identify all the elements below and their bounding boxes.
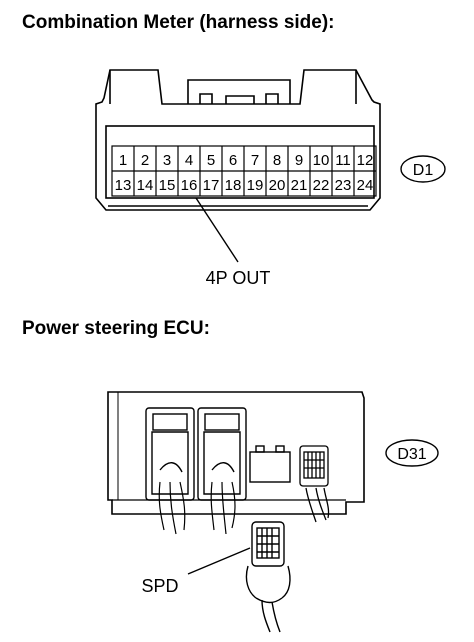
pin-label: 1 [119,152,127,169]
callout-label-4p-out: 4P OUT [206,268,271,288]
pin-label: 21 [291,177,308,194]
pin-label: 6 [229,152,237,169]
leader-line [187,547,251,575]
pin-label: 5 [207,152,215,169]
spd-plug [245,521,291,633]
pin-label: 13 [115,177,132,194]
pin-label: 20 [269,177,286,194]
connector-id-d31: D31 [397,446,426,463]
connector-id-d1: D1 [413,162,434,179]
meter-pin-labels-row1: 1 2 3 4 5 6 7 8 9 10 11 12 [119,152,374,169]
connector-badge-d1: D1 [400,155,446,183]
callout-spd: SPD [141,547,251,596]
ecu-connector-right [299,445,330,523]
ecu-connector-left-b [197,407,247,501]
ecu-socket-square [249,445,291,483]
wire-harness-left [158,481,236,535]
pin-label: 14 [137,177,154,194]
pin-label: 2 [141,152,149,169]
callout-4p-out: 4P OUT [195,197,271,288]
ecu-connector-left-a [145,407,195,501]
meter-connector [95,69,381,211]
pin-label: 4 [185,152,193,169]
connector-badge-d31: D31 [385,439,439,467]
pin-label: 10 [313,152,330,169]
pin-label: 11 [335,152,351,169]
meter-pin-labels-row2: 13 14 15 16 17 18 19 20 21 22 23 24 [115,177,374,194]
meter-pin-grid [111,145,377,197]
pin-label: 22 [313,177,330,194]
pin-label: 17 [203,177,220,194]
pin-label: 12 [357,152,374,169]
leader-line [195,197,239,263]
pin-label: 7 [251,152,259,169]
pin-label: 16 [181,177,198,194]
pin-label: 18 [225,177,242,194]
meter-section-title: Combination Meter (harness side): [22,12,335,33]
pin-label: 15 [159,177,176,194]
pin-label: 19 [247,177,264,194]
pin-label: 8 [273,152,281,169]
pin-label: 9 [295,152,303,169]
pin-label: 3 [163,152,171,169]
callout-label-spd: SPD [141,576,178,596]
pin-label: 23 [335,177,352,194]
pin-label: 24 [357,177,374,194]
ecu-section-title: Power steering ECU: [22,318,210,339]
